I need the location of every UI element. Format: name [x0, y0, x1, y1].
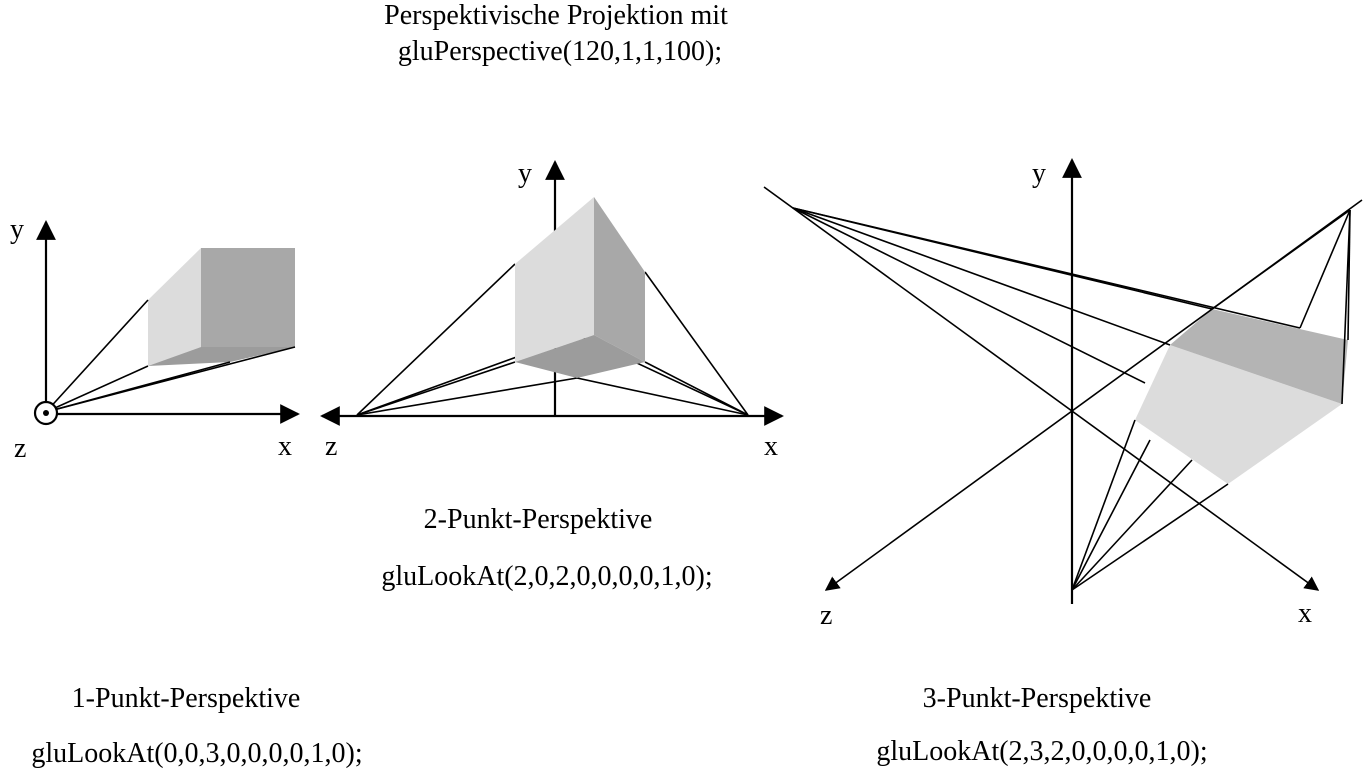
one-point-panel: y x z 1-Punkt-Perspektive gluLookAt(0,0,… — [10, 214, 363, 769]
two-point-projection-lines — [356, 263, 749, 416]
one-point-code: gluLookAt(0,0,3,0,0,0,0,1,0); — [31, 738, 362, 769]
cube-front-face — [201, 248, 295, 347]
cube-front-face — [1135, 345, 1342, 484]
cube-bottom-face — [148, 347, 295, 366]
three-point-code: gluLookAt(2,3,2,0,0,0,0,1,0); — [876, 736, 1207, 767]
one-point-projection-lines — [45, 299, 296, 413]
x-axis — [763, 186, 1320, 591]
three-point-panel: y x z 3-Punkt-Perspektive gluLookAt(2,3,… — [763, 158, 1363, 767]
one-point-cube — [148, 248, 295, 366]
axis-label-y: y — [10, 214, 24, 245]
axis-label-y: y — [518, 158, 532, 189]
three-point-cube — [1135, 309, 1348, 484]
cube-bottom-face — [515, 335, 645, 378]
two-point-code: gluLookAt(2,0,2,0,0,0,0,1,0); — [381, 561, 712, 592]
title-line-1: Perspektivische Projektion mit — [384, 0, 728, 31]
axis-label-y: y — [1032, 158, 1046, 189]
cube-left-face — [148, 248, 201, 366]
axis-label-z: z — [820, 600, 832, 631]
cube-left-face — [515, 197, 594, 362]
three-point-projection-lines — [763, 186, 1363, 591]
two-point-panel: y x z 2-Punkt-Perspektive gluLookAt(2,0,… — [320, 158, 784, 592]
one-point-caption: 1-Punkt-Perspektive — [72, 683, 301, 714]
axis-label-z: z — [14, 433, 26, 464]
axis-label-x: x — [278, 431, 292, 462]
axis-label-x: x — [764, 431, 778, 462]
cube-right-face — [594, 197, 645, 362]
two-point-cube — [515, 197, 645, 378]
z-axis-out-of-page-icon — [33, 400, 59, 426]
axis-label-z: z — [325, 431, 337, 462]
three-point-caption: 3-Punkt-Perspektive — [923, 683, 1152, 714]
two-point-caption: 2-Punkt-Perspektive — [424, 504, 653, 535]
cube-top-face — [1170, 309, 1348, 404]
title-line-2: gluPerspective(120,1,1,100); — [398, 36, 722, 67]
axis-label-x: x — [1298, 598, 1312, 629]
